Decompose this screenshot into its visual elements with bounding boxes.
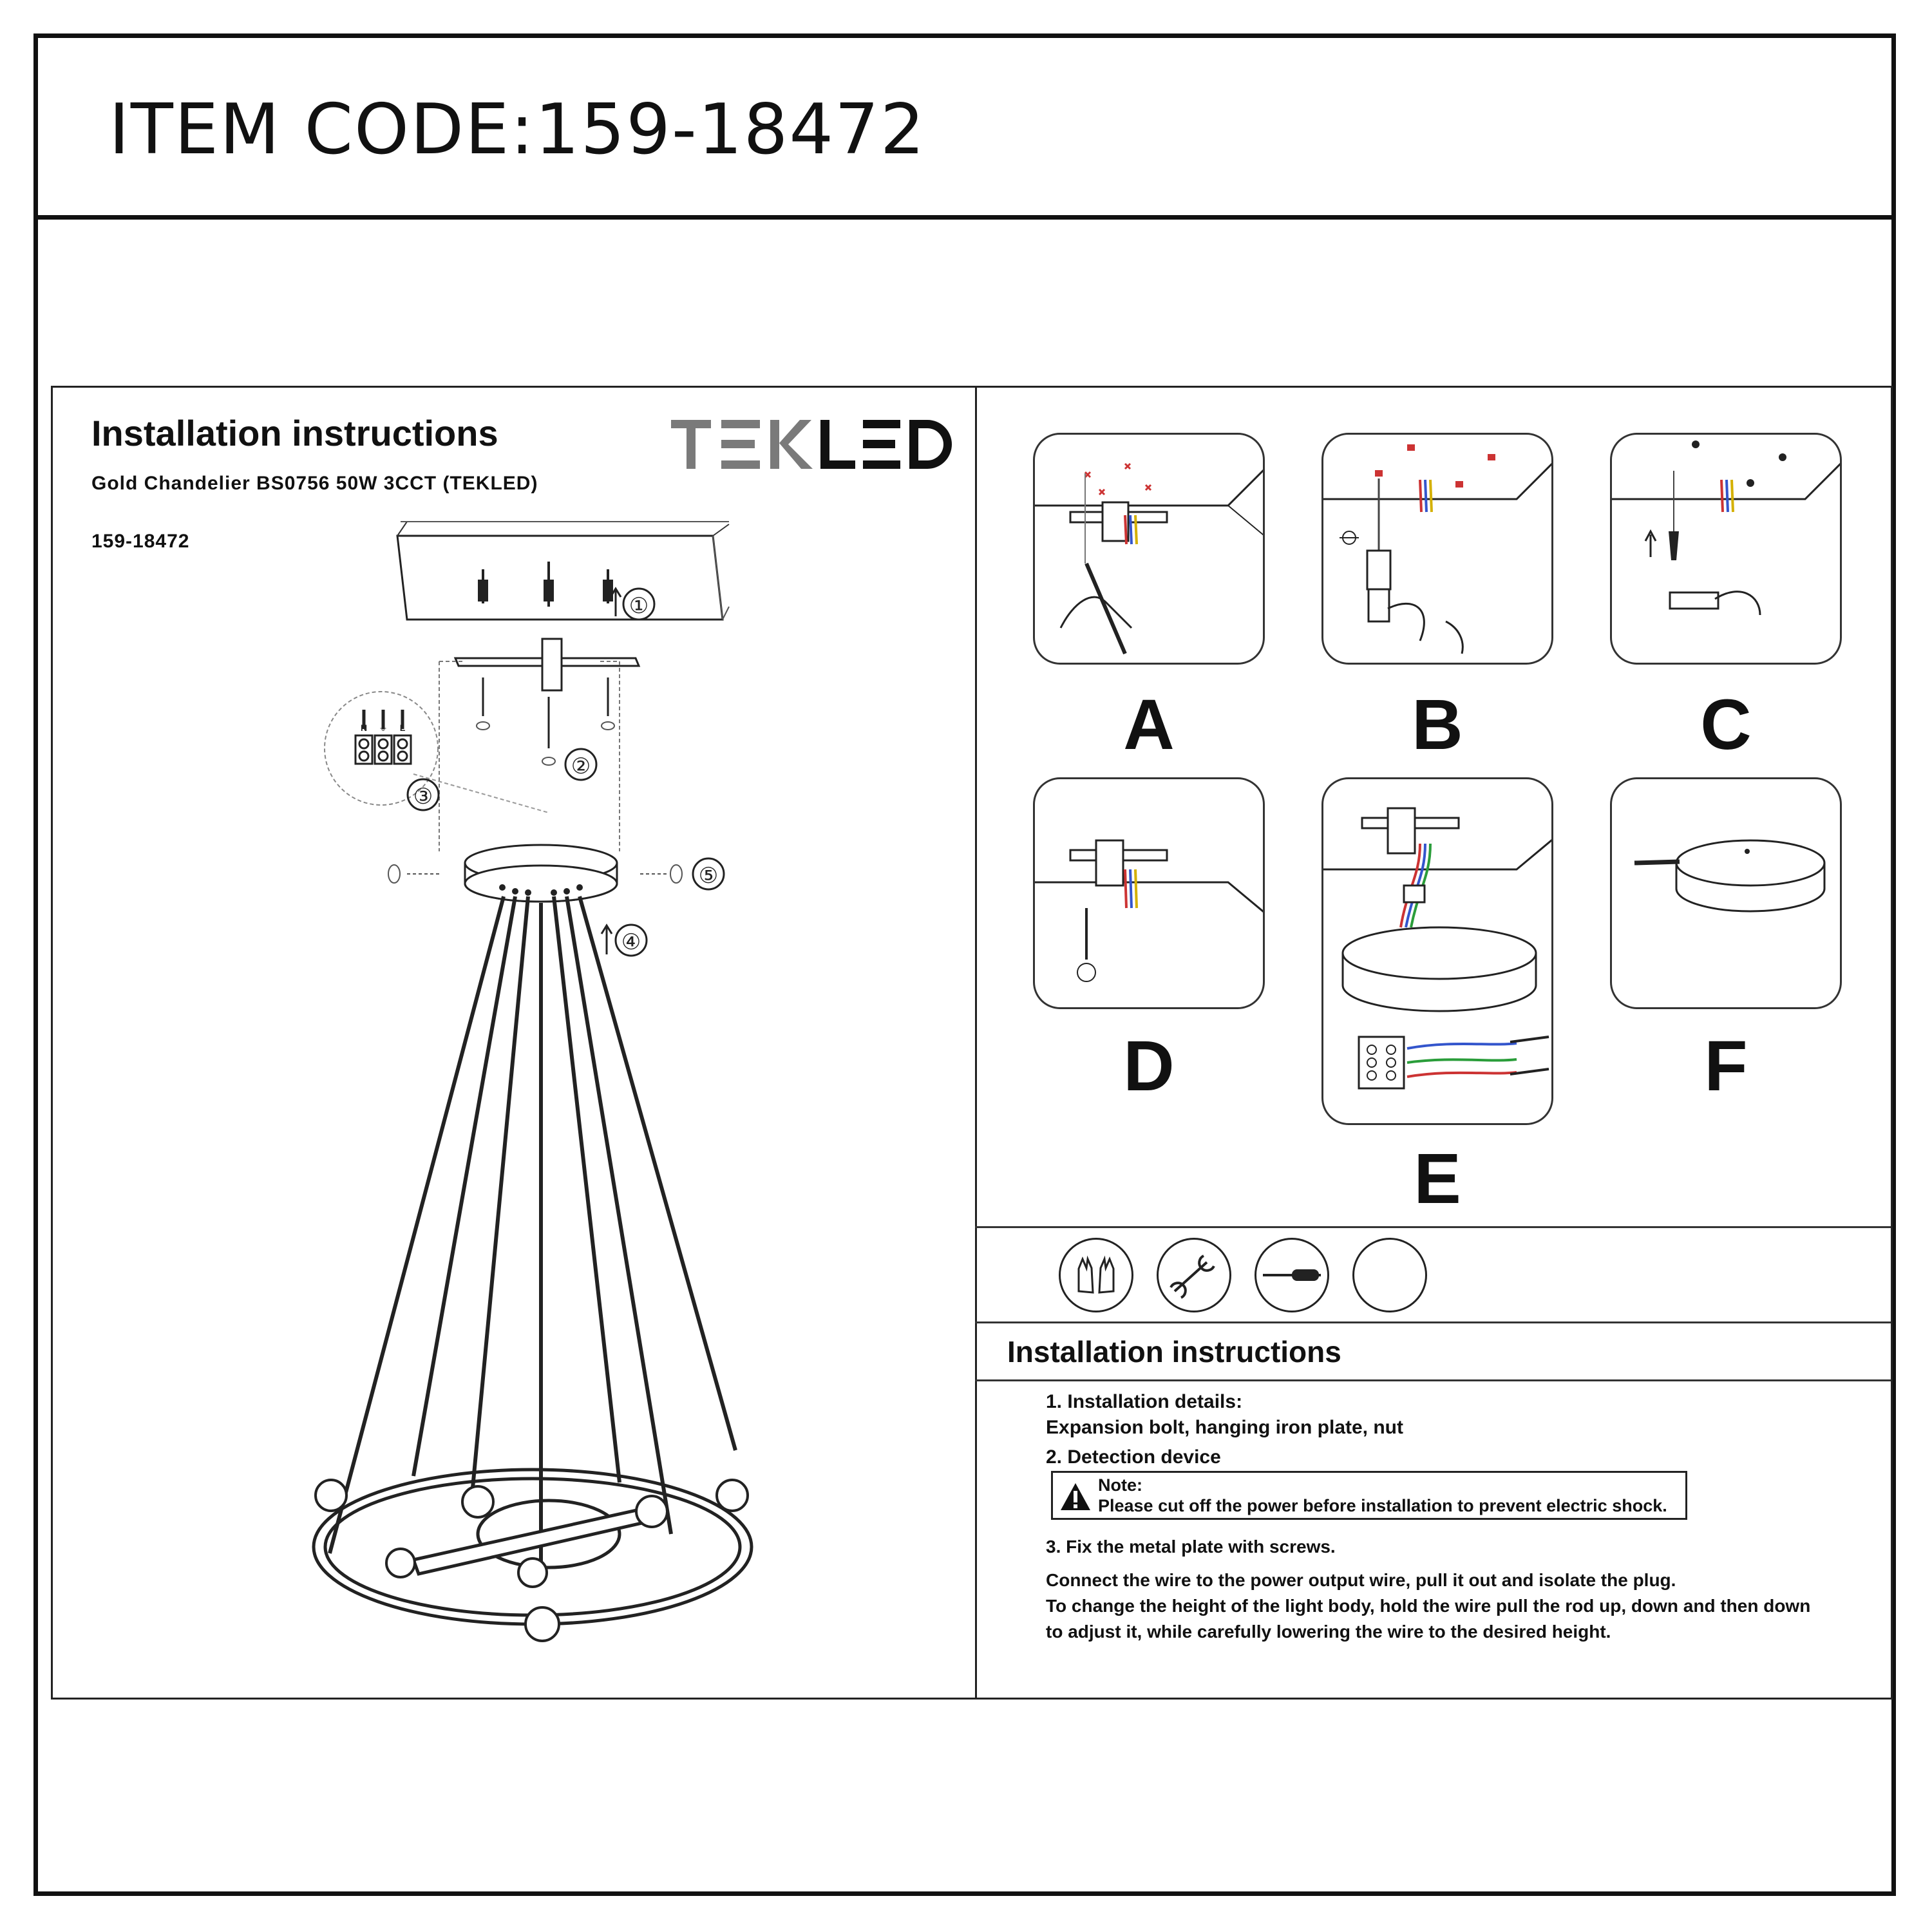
- ceiling-plate: [396, 535, 724, 621]
- callout-4: ④: [621, 929, 641, 955]
- divider-tools-bottom: [975, 1321, 1891, 1323]
- item1-heading: 1. Installation details:: [1046, 1391, 1243, 1412]
- callout-5: ⑤: [699, 863, 718, 889]
- product-code: 159-18472: [91, 531, 190, 552]
- callout-1: ①: [629, 593, 649, 619]
- step-d-label: D: [1123, 1027, 1175, 1106]
- instructions-title: Installation instructions: [1007, 1335, 1341, 1368]
- step-b-panel: [1321, 433, 1553, 665]
- suspension-cables: [328, 896, 737, 1573]
- chandelier-exploded-diagram: ① ②: [312, 521, 753, 1642]
- divider-instructions: [975, 1379, 1891, 1381]
- tekled-logo: [671, 420, 952, 469]
- terminal-n: N: [361, 723, 367, 733]
- step-d-panel: [1033, 777, 1265, 1009]
- step-e-panel: [1321, 777, 1553, 1125]
- inner-ring: [476, 1499, 621, 1569]
- divider-tools-top: [975, 1226, 1891, 1228]
- step-c-panel: [1610, 433, 1842, 665]
- terminal-l: L: [400, 723, 406, 733]
- step-b-label: B: [1412, 685, 1463, 764]
- steps-panel: A B C: [975, 388, 1891, 1698]
- header: ITEM CODE:159-18472: [38, 38, 1891, 220]
- item1-text: Expansion bolt, hanging iron plate, nut: [1046, 1417, 1403, 1438]
- warning-icon: [1061, 1483, 1090, 1510]
- note-title: Note:: [1098, 1475, 1142, 1495]
- terminal-ground: ⏚: [379, 723, 388, 734]
- item3-heading: 3. Fix the metal plate with screws.: [1046, 1537, 1336, 1557]
- canopy: [464, 844, 618, 903]
- warning-note: Note: Please cut off the power before in…: [1051, 1471, 1687, 1520]
- page-frame: ITEM CODE:159-18472 Installation instruc…: [33, 33, 1896, 1896]
- callout-3: ③: [413, 784, 433, 810]
- ceiling-hatching: [401, 521, 730, 620]
- guide-lines: [439, 661, 620, 851]
- instruction-p3: to adjust it, while carefully lowering t…: [1046, 1622, 1611, 1642]
- callout-2: ②: [571, 753, 591, 779]
- mounting-bracket: [453, 638, 641, 692]
- blank-tool-icon: [1352, 1238, 1427, 1312]
- instruction-p1: Connect the wire to the power output wir…: [1046, 1570, 1676, 1590]
- wrench-icon: [1157, 1238, 1231, 1312]
- sheet-title: Installation instructions: [91, 413, 498, 453]
- step-a-panel: [1033, 433, 1265, 665]
- gloves-icon: [1059, 1238, 1133, 1312]
- note-text: Please cut off the power before installa…: [1098, 1496, 1667, 1515]
- product-name: Gold Chandelier BS0756 50W 3CCT (TEKLED): [91, 473, 538, 494]
- step-a-label: A: [1123, 685, 1175, 764]
- step-e-label: E: [1414, 1139, 1461, 1218]
- item-code: ITEM CODE:159-18472: [109, 90, 926, 170]
- step-f-label: F: [1704, 1027, 1748, 1106]
- step-f-panel: [1610, 777, 1842, 1009]
- item2-heading: 2. Detection device: [1046, 1446, 1221, 1468]
- overview-panel: Installation instructions Gold Chandelie…: [53, 388, 977, 1698]
- screwdriver-icon: [1255, 1238, 1329, 1312]
- globe-bulbs: [314, 1479, 749, 1642]
- step-c-label: C: [1700, 685, 1752, 764]
- instruction-p2: To change the height of the light body, …: [1046, 1596, 1811, 1616]
- instruction-sheet: Installation instructions Gold Chandelie…: [51, 386, 1893, 1700]
